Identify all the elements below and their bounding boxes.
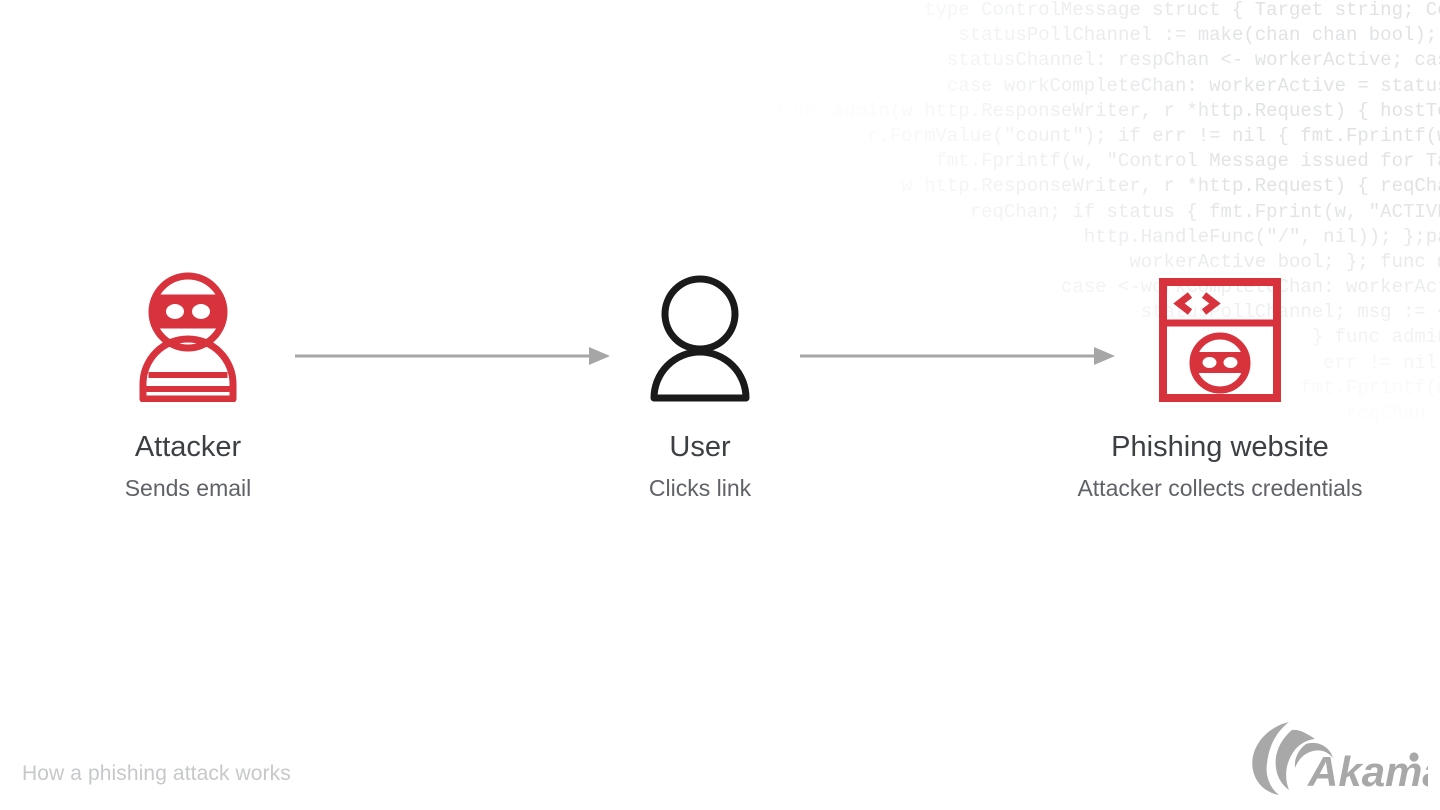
flow-node-subtitle: Attacker collects credentials <box>1077 475 1363 501</box>
arrow-user-to-site <box>800 345 1115 372</box>
person-icon-wrap <box>590 272 810 402</box>
code-line: statusChannel: respChan <- workerActive;… <box>946 49 1440 72</box>
browser-window-icon-wrap <box>1070 272 1370 402</box>
arrow-attacker-to-user <box>295 345 610 372</box>
flow-node-title: Attacker <box>134 431 242 463</box>
right-arrow-icon <box>800 347 1115 365</box>
code-line: type ControlMessage struct { Target stri… <box>924 0 1440 21</box>
person-icon <box>650 275 750 402</box>
code-line: statusPollChannel := make(chan chan bool… <box>958 24 1440 47</box>
flow-node-subtitle: Clicks link <box>648 475 752 501</box>
flow-node-attacker: Attacker Sends email <box>68 272 308 504</box>
flow-node-subtitle: Sends email <box>124 475 252 501</box>
code-line: r.FormValue("count"); if err != nil { fm… <box>867 124 1440 147</box>
flow-node-title: Phishing website <box>1111 431 1329 463</box>
flow-node-title: User <box>669 431 731 463</box>
akamai-wordmark: Akamai <box>1307 748 1428 795</box>
akamai-logo-icon: Akamai <box>1252 722 1440 795</box>
right-arrow-icon <box>295 347 610 365</box>
code-line: reqChan; if status { fmt.Fprint(w, "ACTI… <box>969 200 1440 223</box>
phishing-flow-diagram: Attacker Sends email User Clicks link <box>0 272 1440 542</box>
code-line: func admin(w http.ResponseWriter, r *htt… <box>775 99 1440 122</box>
akamai-logo: Akamai <box>1248 716 1440 798</box>
slide-caption: How a phishing attack works <box>22 762 291 785</box>
code-line: fmt.Fprintf(w, "Control Message issued f… <box>935 150 1440 173</box>
masked-attacker-icon <box>139 272 237 402</box>
flow-node-phishing-website: Phishing website Attacker collects crede… <box>1070 272 1370 504</box>
flow-node-user: User Clicks link <box>590 272 810 504</box>
code-line: w http.ResponseWriter, r *http.Request) … <box>901 175 1440 198</box>
code-line: case workCompleteChan: workerActive = st… <box>946 74 1440 97</box>
masked-attacker-icon-wrap <box>68 272 308 402</box>
code-line: http.HandleFunc("/", nil)); };pac <box>1083 225 1440 248</box>
browser-window-masked-face-icon <box>1159 278 1281 402</box>
